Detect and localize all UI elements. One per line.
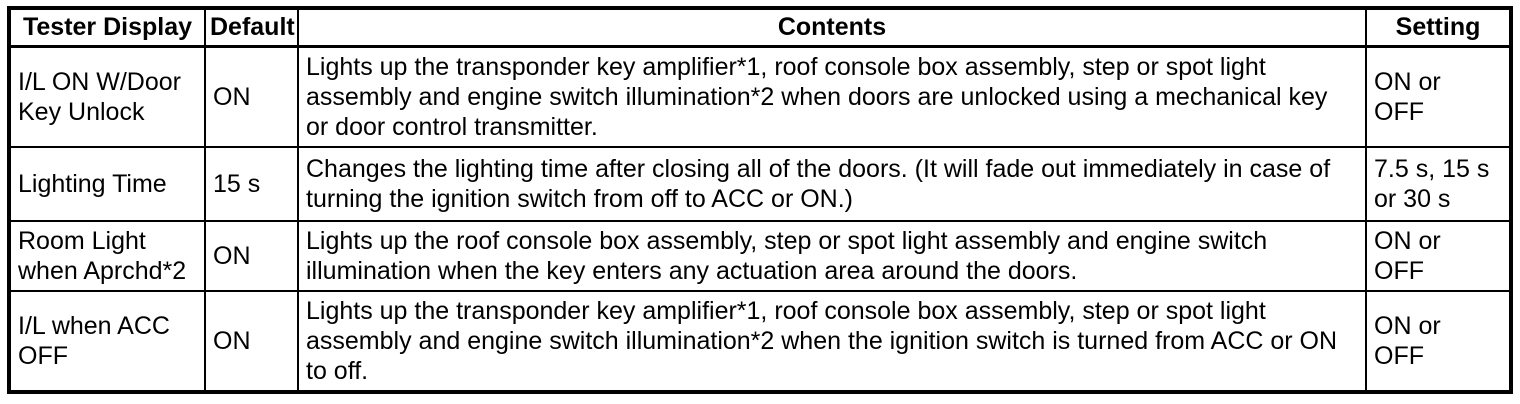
cell-text: ON or OFF [1374, 312, 1441, 370]
table-row: Lighting Time 15 s Changes the lighting … [8, 146, 1512, 222]
cell-contents: Lights up the roof console box assembly,… [297, 220, 1367, 292]
cell-contents: Lights up the transponder key amplifier*… [297, 45, 1367, 148]
cell-setting: ON or OFF [1365, 290, 1512, 393]
tester-settings-table: Tester Display Default Contents Setting … [7, 6, 1513, 394]
column-header-setting: Setting [1365, 7, 1512, 48]
cell-text: Lighting Time [18, 170, 167, 198]
cell-default: ON [204, 220, 299, 292]
cell-default: ON [204, 45, 299, 148]
cell-text: Room Light when Aprchd*2 [18, 227, 187, 285]
cell-default: 15 s [204, 146, 299, 222]
cell-text: ON or OFF [1374, 67, 1441, 126]
cell-tester-display: I/L when ACC OFF [8, 290, 206, 393]
cell-text: I/L ON W/Door Key Unlock [18, 67, 181, 126]
table-header-row: Tester Display Default Contents Setting [8, 7, 1512, 48]
cell-setting: ON or OFF [1365, 45, 1512, 148]
cell-contents: Lights up the transponder key amplifier*… [297, 290, 1367, 393]
column-header-tester-display: Tester Display [8, 7, 206, 48]
cell-contents: Changes the lighting time after closing … [297, 146, 1367, 222]
cell-tester-display: I/L ON W/Door Key Unlock [8, 45, 206, 148]
cell-tester-display: Room Light when Aprchd*2 [8, 220, 206, 292]
cell-text: I/L when ACC OFF [18, 312, 170, 370]
table-row: I/L when ACC OFF ON Lights up the transp… [8, 290, 1512, 393]
cell-text: 7.5 s, 15 s or 30 s [1374, 155, 1490, 213]
table-row: Room Light when Aprchd*2 ON Lights up th… [8, 220, 1512, 292]
cell-text: ON or OFF [1374, 227, 1441, 285]
column-header-default: Default [204, 7, 299, 48]
table-row: I/L ON W/Door Key Unlock ON Lights up th… [8, 45, 1512, 148]
cell-tester-display: Lighting Time [8, 146, 206, 222]
cell-setting: ON or OFF [1365, 220, 1512, 292]
cell-setting: 7.5 s, 15 s or 30 s [1365, 146, 1512, 222]
cell-default: ON [204, 290, 299, 393]
column-header-contents: Contents [297, 7, 1367, 48]
